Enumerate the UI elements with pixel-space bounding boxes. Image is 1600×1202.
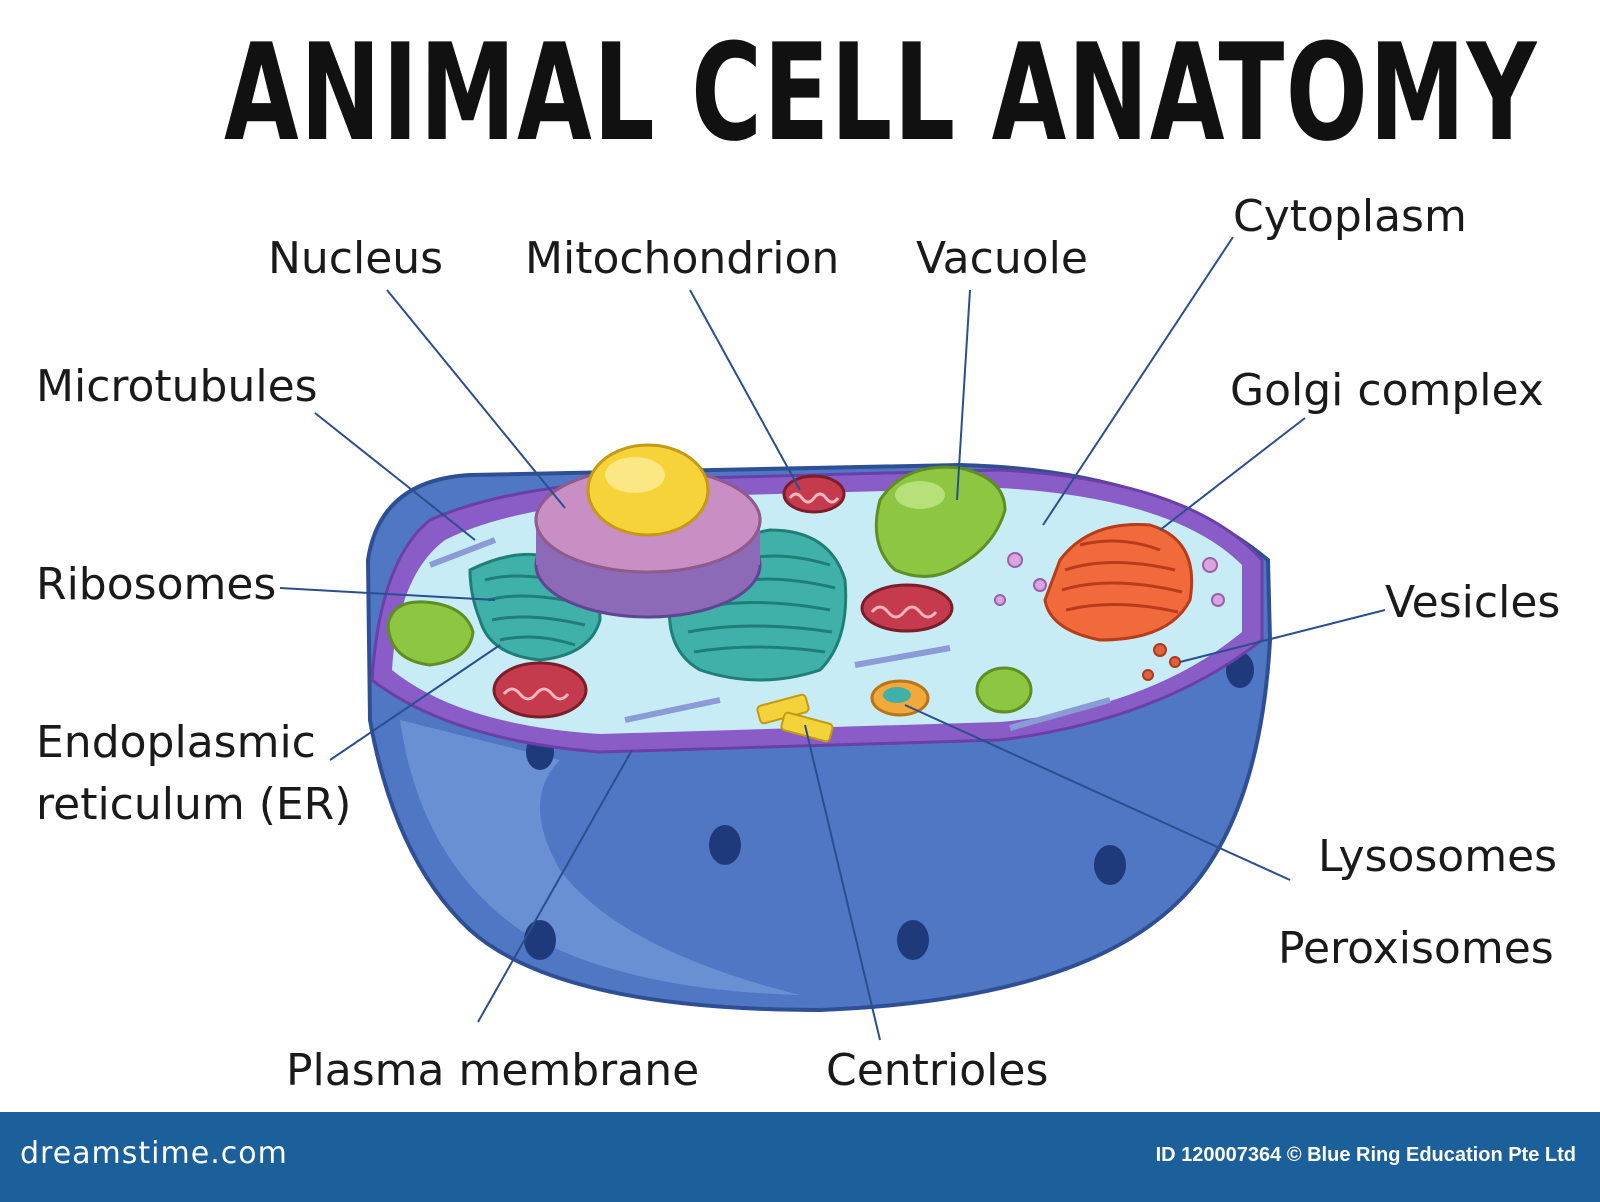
- vesicle: [1211, 593, 1225, 607]
- mitochondrion-top: [782, 474, 846, 514]
- mitochondrion-left: [492, 661, 588, 719]
- label-peroxisomes: Peroxisomes: [1278, 923, 1554, 974]
- vesicle: [1142, 669, 1154, 681]
- leader-vacuole: [956, 289, 971, 501]
- footer-bar: dreamstime.com ID 120007364 © Blue Ring …: [0, 1112, 1600, 1202]
- microtubule: [624, 697, 721, 723]
- label-centrioles: Centrioles: [826, 1045, 1049, 1096]
- label-vacuole: Vacuole: [916, 233, 1088, 284]
- footer-credit: ID 120007364 © Blue Ring Education Pte L…: [1155, 1144, 1576, 1166]
- vesicle: [994, 594, 1006, 606]
- membrane-pore: [1094, 845, 1126, 885]
- label-vesicles: Vesicles: [1385, 577, 1561, 628]
- cell-outer-shading: [400, 720, 800, 995]
- small-vacuole-center: [975, 666, 1033, 714]
- footer-brand[interactable]: dreamstime.com: [20, 1136, 288, 1171]
- label-microtubules: Microtubules: [36, 361, 318, 412]
- label-lysosomes: Lysosomes: [1318, 831, 1558, 882]
- microtubule: [428, 537, 497, 568]
- membrane-pore: [709, 825, 741, 865]
- label-plasma-membrane: Plasma membrane: [286, 1045, 700, 1096]
- leader-golgi: [1159, 417, 1306, 531]
- vacuole-highlight: [895, 481, 945, 509]
- leader-lines: [279, 236, 1386, 1041]
- mitochondrion-middle: [860, 583, 954, 633]
- leader-lysosomes: [904, 704, 1291, 881]
- label-er-line1: Endoplasmic: [36, 717, 316, 768]
- er-folds-right: [687, 554, 836, 654]
- vesicle: [1033, 578, 1047, 592]
- diagram-title: ANIMAL CELL ANATOMY: [224, 15, 1538, 171]
- leader-er: [329, 644, 501, 761]
- leader-centrioles: [804, 724, 881, 1041]
- cell-diagram: [279, 236, 1386, 1041]
- label-nucleus: Nucleus: [268, 233, 444, 284]
- small-vacuole-left: [386, 600, 475, 667]
- label-mitochondrion: Mitochondrion: [525, 233, 840, 284]
- vesicle: [1169, 656, 1181, 668]
- leader-cytoplasm: [1042, 236, 1234, 526]
- membrane-pore: [897, 920, 929, 960]
- leader-mitochondrion: [689, 289, 801, 491]
- lysosome-core: [883, 687, 911, 703]
- nucleolus-highlight: [605, 457, 665, 493]
- leader-nucleus: [386, 289, 566, 509]
- leader-plasma-membrane: [477, 749, 633, 1023]
- centrioles: [756, 693, 834, 743]
- label-ribosomes: Ribosomes: [36, 559, 277, 610]
- vesicle: [1202, 557, 1218, 573]
- er-folds-left: [484, 574, 589, 647]
- leader-microtubules: [314, 412, 476, 541]
- vesicle: [1153, 643, 1167, 657]
- microtubule: [1009, 697, 1111, 731]
- microtubule: [854, 645, 951, 668]
- golgi-complex: [1043, 522, 1194, 642]
- vesicle: [1007, 552, 1023, 568]
- leader-ribosomes: [279, 587, 496, 601]
- membrane-pore: [524, 920, 556, 960]
- leader-vesicles: [1179, 609, 1386, 663]
- label-golgi-complex: Golgi complex: [1230, 365, 1544, 416]
- label-cytoplasm: Cytoplasm: [1233, 191, 1467, 242]
- label-er-line2: reticulum (ER): [36, 779, 352, 830]
